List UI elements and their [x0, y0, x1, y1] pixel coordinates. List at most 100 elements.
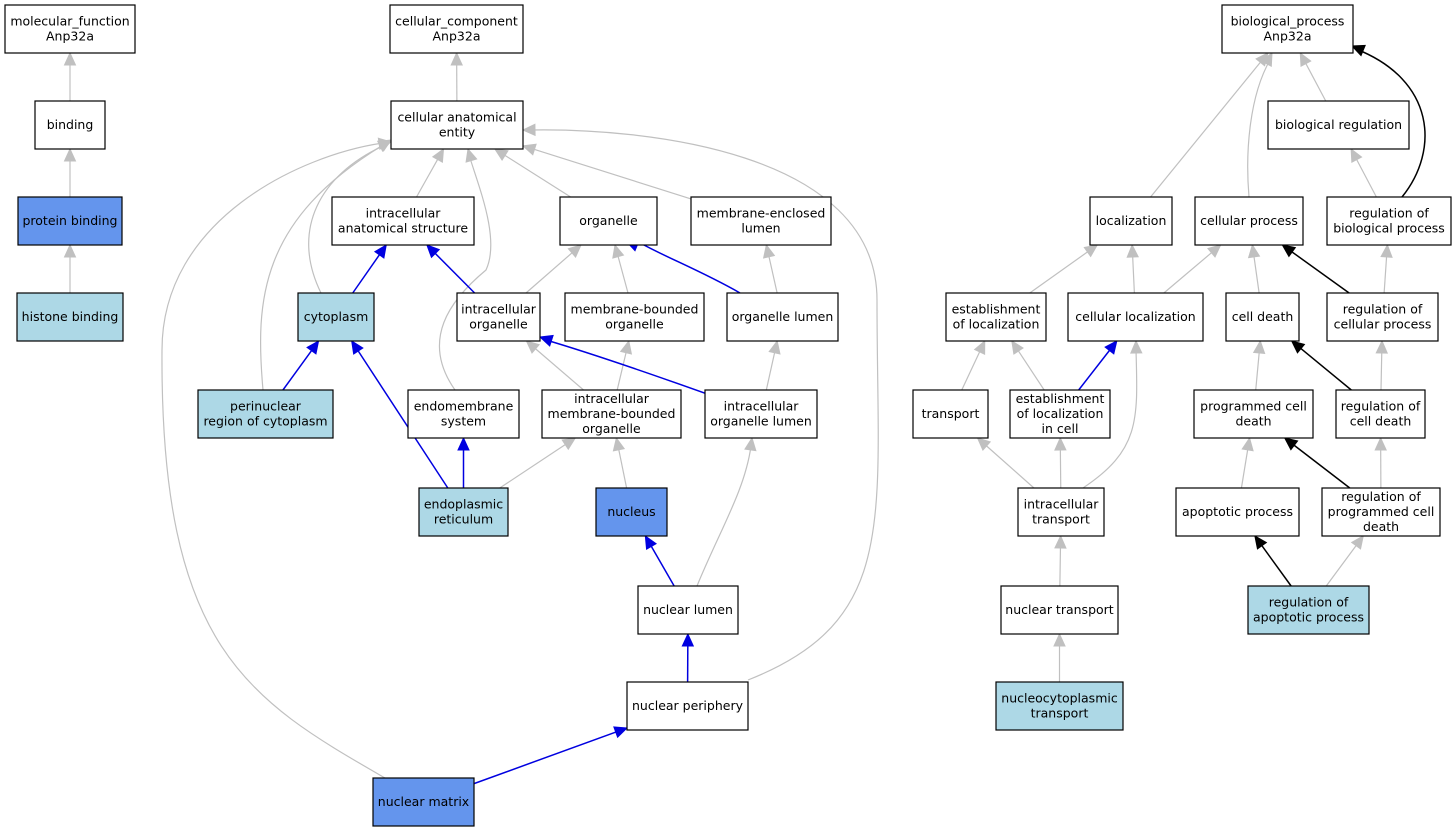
- node-label-line: programmed cell: [1328, 504, 1435, 519]
- node-label-line: organelle lumen: [732, 309, 834, 324]
- node-label-line: establishment: [1016, 391, 1105, 406]
- node-label-line: organelle: [579, 213, 638, 228]
- node-label-line: nucleocytoplasmic: [1001, 691, 1118, 706]
- node-nuclear-lumen[interactable]: nuclear lumen: [637, 585, 739, 635]
- edge-cae-to-cc_root: [450, 51, 463, 102]
- node-nucleus[interactable]: nucleus: [595, 487, 668, 537]
- node-organelle[interactable]: organelle: [559, 196, 658, 246]
- node-label-line: organelle: [605, 317, 664, 332]
- node-localization[interactable]: localization: [1089, 196, 1173, 246]
- arrowhead-reg_apop-to-reg_pcd: [1350, 535, 1364, 550]
- node-protein-binding[interactable]: protein binding: [17, 196, 123, 246]
- node-box: [559, 196, 658, 246]
- node-nuclear-matrix[interactable]: nuclear matrix: [372, 777, 475, 827]
- edge-reg_cd-to-cell_death: [1290, 340, 1352, 391]
- edge-perinuclear-to-cytoplasm: [282, 340, 320, 391]
- node-label-line: nuclear matrix: [378, 794, 469, 809]
- node-cell-process[interactable]: cellular process: [1194, 196, 1304, 246]
- node-label-line: cellular anatomical: [397, 110, 516, 125]
- node-box: [1326, 292, 1439, 342]
- node-label-line: intracellular: [366, 206, 442, 221]
- node-bio-reg[interactable]: biological regulation: [1267, 100, 1410, 150]
- node-cell-loc[interactable]: cellular localization: [1067, 292, 1204, 342]
- edge-iol-to-io: [538, 334, 711, 396]
- node-box: [1225, 292, 1300, 342]
- arrowhead-cell_process-to-bp_root: [1260, 51, 1273, 67]
- arrowhead-iol-to-io: [538, 334, 554, 347]
- node-label-line: cellular process: [1334, 317, 1432, 332]
- arrowhead-nuclear_lumen-to-nucleus: [644, 534, 658, 550]
- node-cell-death[interactable]: cell death: [1225, 292, 1300, 342]
- arrowhead-perinuclear-to-cytoplasm: [306, 340, 320, 355]
- node-label-line: reticulum: [434, 512, 493, 527]
- node-label-line: endoplasmic: [424, 497, 503, 512]
- node-label-line: intracellular: [1024, 497, 1100, 512]
- node-binding[interactable]: binding: [34, 100, 106, 150]
- edge-pcd-to-cell_death: [1252, 339, 1266, 391]
- node-label-line: entity: [439, 125, 476, 140]
- node-label-line: lumen: [741, 221, 780, 236]
- edge-er-to-imbo: [499, 437, 577, 489]
- node-histone-binding[interactable]: histone binding: [16, 292, 124, 342]
- arrowhead-nuclear_periphery-to-nuclear_lumen: [681, 632, 695, 647]
- node-apoptotic[interactable]: apoptotic process: [1175, 487, 1300, 537]
- node-box: [4, 4, 136, 54]
- node-label-line: regulation of: [1343, 302, 1423, 317]
- node-box: [418, 487, 509, 537]
- node-label-line: system: [441, 414, 486, 429]
- node-box: [626, 681, 749, 731]
- edge-mel-to-cae: [521, 143, 692, 200]
- arrowhead-reg_bio-to-bio_reg: [1350, 147, 1363, 163]
- node-box: [331, 196, 475, 246]
- node-box: [945, 292, 1047, 342]
- node-nuclear-transport[interactable]: nuclear transport: [1000, 585, 1119, 635]
- arrowhead-reg_cell_proc-to-reg_bio: [1380, 243, 1393, 258]
- node-box: [1193, 389, 1314, 439]
- node-box: [372, 777, 475, 827]
- arrowhead-transport-to-est_loc: [973, 339, 986, 355]
- arrowhead-reg_pcd-to-reg_cd: [1374, 436, 1387, 451]
- arrowhead-binding-to-mf_root: [63, 51, 77, 66]
- node-box: [1175, 487, 1300, 537]
- node-ol[interactable]: organelle lumen: [726, 292, 839, 342]
- node-label-line: cell death: [1350, 414, 1412, 429]
- arrowhead-apoptotic-to-pcd: [1241, 436, 1254, 452]
- node-label-line: nuclear transport: [1005, 602, 1114, 617]
- arrowhead-er-to-endomembrane: [457, 436, 470, 451]
- edge-ol-to-organelle: [624, 239, 741, 294]
- node-cytoplasm[interactable]: cytoplasm: [297, 292, 375, 342]
- node-nuclear-periphery[interactable]: nuclear periphery: [626, 681, 749, 731]
- node-transport[interactable]: transport: [912, 389, 989, 439]
- edge-reg_pcd-to-reg_cd: [1374, 436, 1387, 489]
- node-box: [1326, 196, 1452, 246]
- node-box: [564, 292, 705, 342]
- arrowhead-er-to-imbo: [561, 437, 577, 451]
- node-box: [595, 487, 668, 537]
- arrowhead-intra_transport-to-cell_loc: [1130, 339, 1143, 354]
- edge-intra_transport-to-cell_loc: [1082, 339, 1143, 489]
